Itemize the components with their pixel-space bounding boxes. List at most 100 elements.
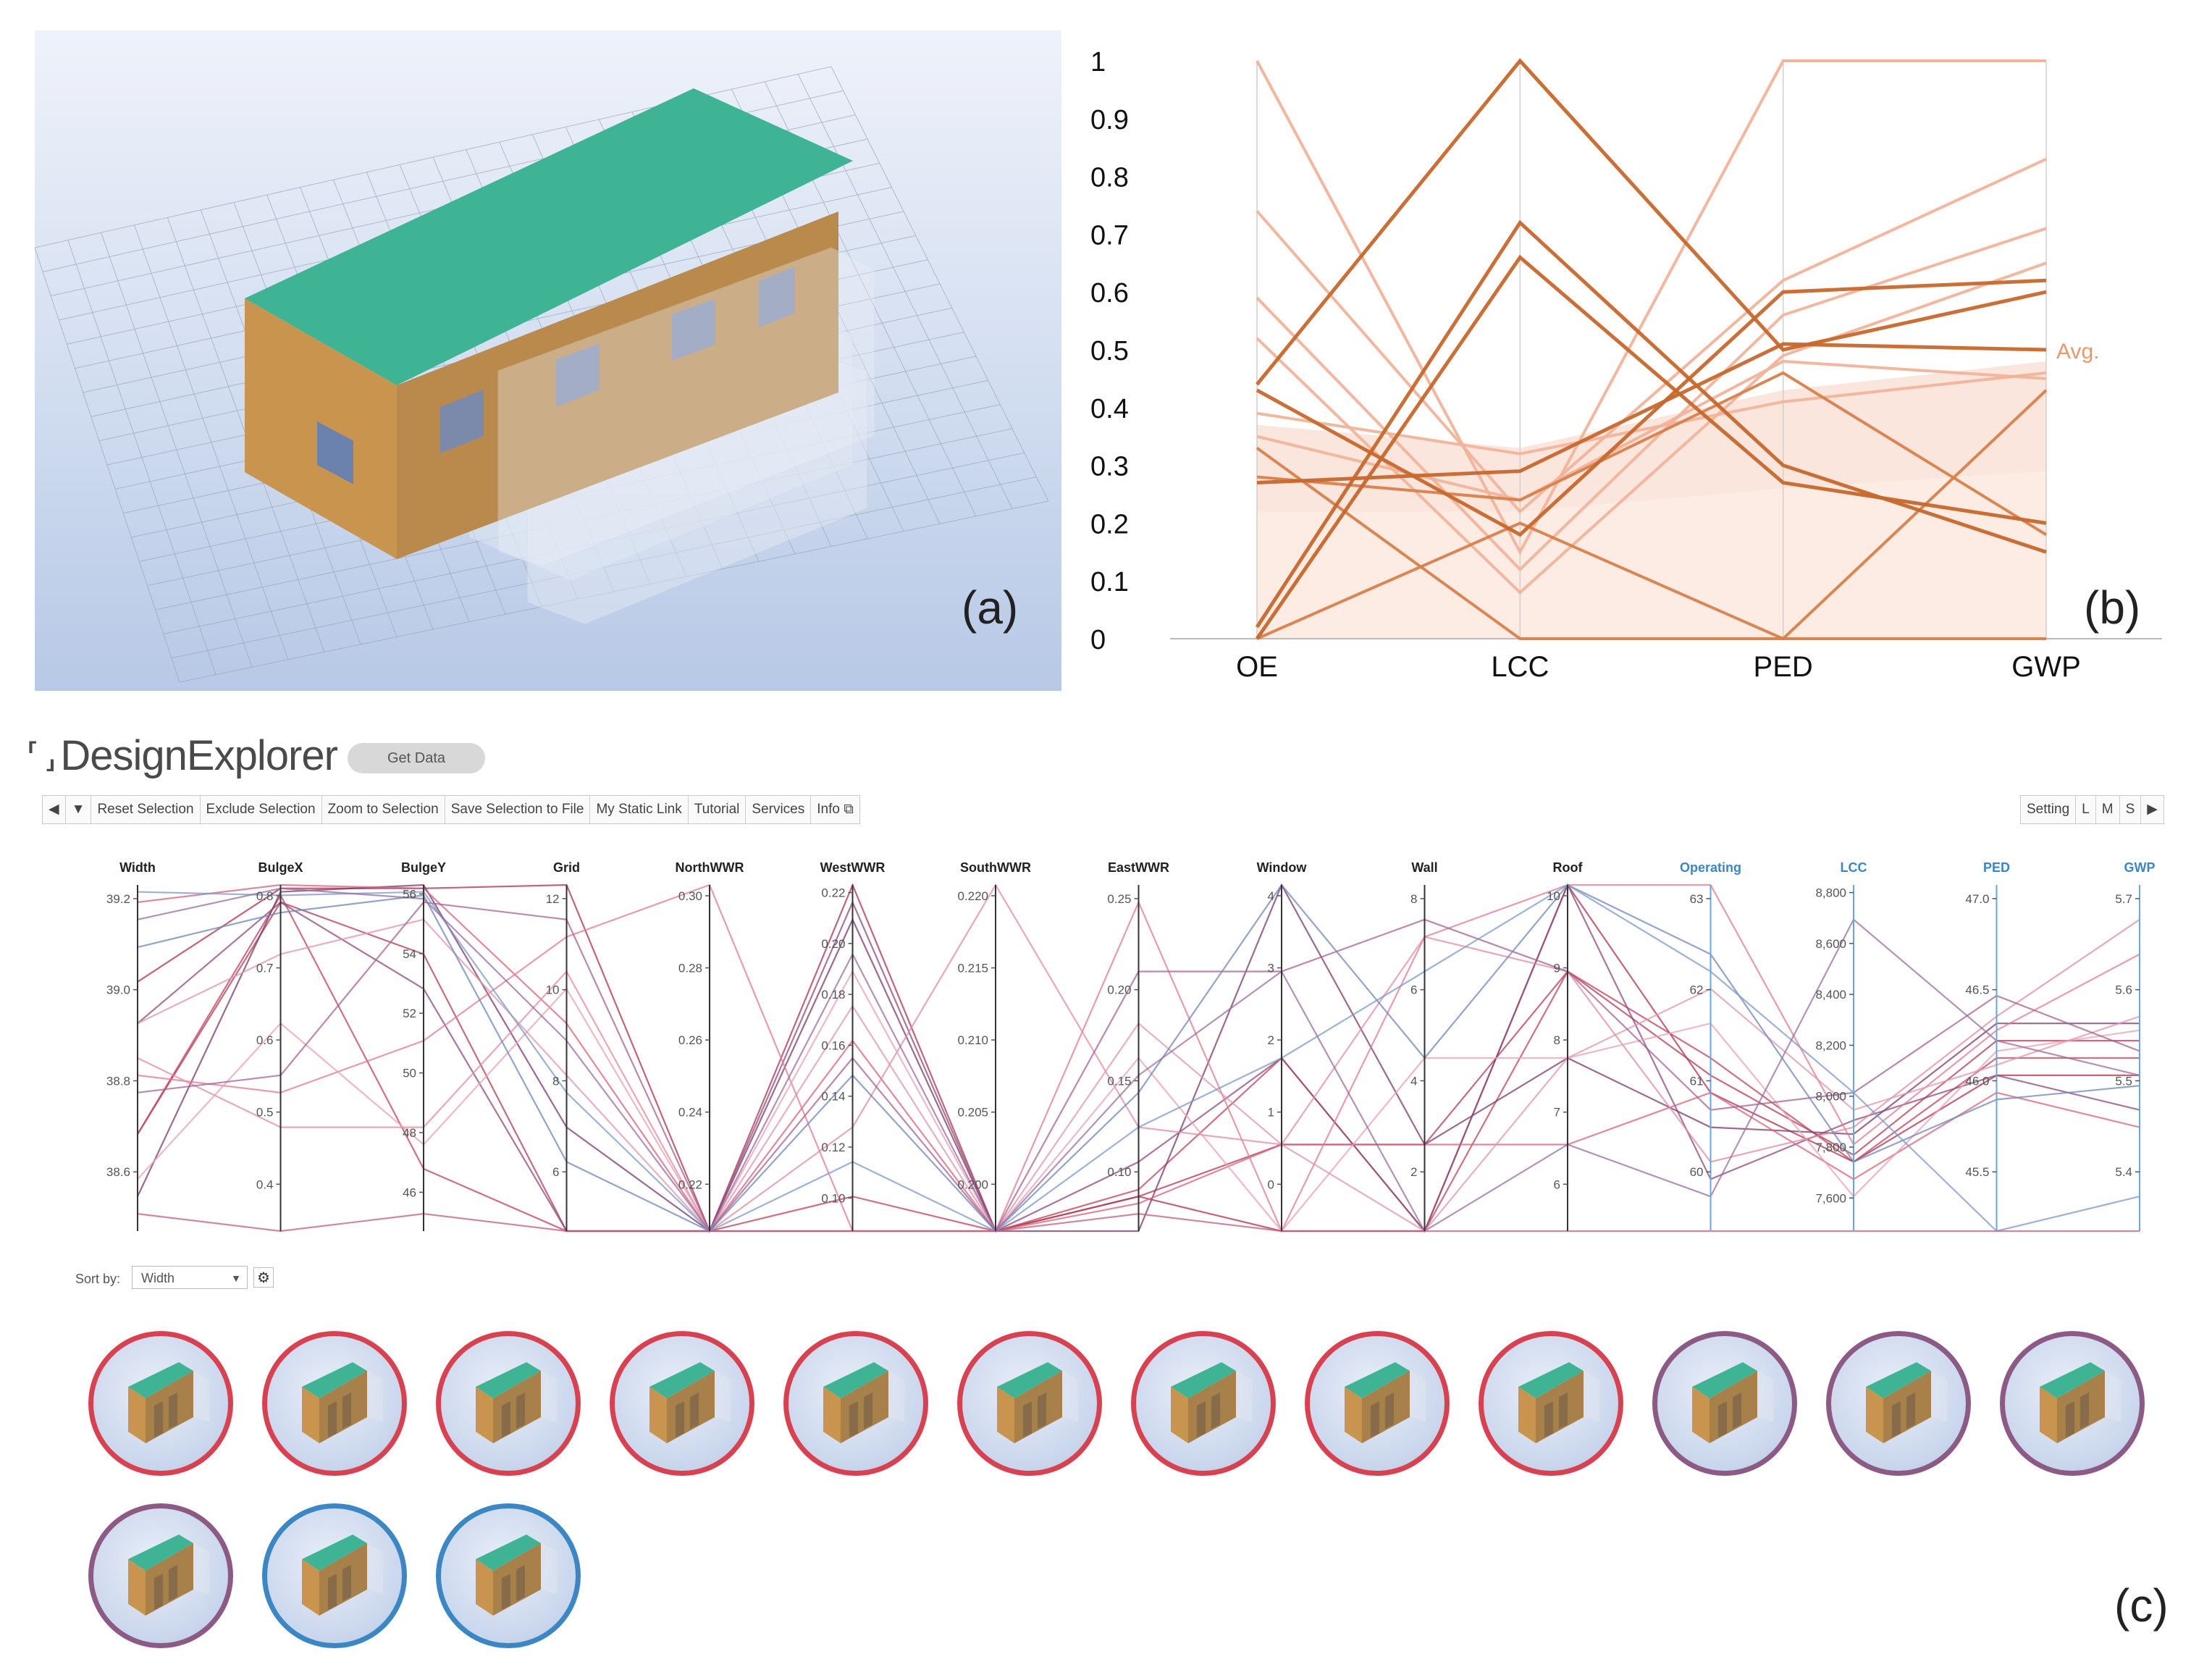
axis-tick-label: 0.215 xyxy=(957,962,988,975)
roof xyxy=(245,88,853,385)
axis-tick-label: 8 xyxy=(1554,1033,1560,1047)
reset-selection-button[interactable]: Reset Selection xyxy=(91,796,201,823)
axis-tick-label: 8,400 xyxy=(1815,988,1846,1002)
axis-tick-label: 8 xyxy=(552,1074,559,1088)
axis-tick-label: 8,000 xyxy=(1815,1090,1846,1104)
design-thumbnail[interactable] xyxy=(1479,1331,1623,1476)
parallel-coordinates-plot[interactable]: Width39.239.038.838.6BulgeX0.80.70.60.50… xyxy=(0,855,2212,1260)
series-line xyxy=(1256,342,2047,485)
design-thumbnail[interactable] xyxy=(1652,1331,1797,1476)
axis-title: Operating xyxy=(1680,860,1741,875)
size-m-button[interactable]: M xyxy=(2096,796,2120,823)
building-model xyxy=(245,88,875,625)
tutorial-button[interactable]: Tutorial xyxy=(689,796,747,823)
zoom-to-selection-button[interactable]: Zoom to Selection xyxy=(322,796,445,823)
setting-button[interactable]: Setting xyxy=(2021,796,2077,823)
axis-tick-label: 0.24 xyxy=(678,1106,702,1120)
building-thumbnail-icon xyxy=(128,1535,209,1616)
prev-arrow-icon[interactable]: ◀ xyxy=(43,796,66,823)
axis-tick-label: 39.2 xyxy=(106,892,130,906)
axis-tick-label: 0.28 xyxy=(678,962,702,975)
axis-tick-label: 50 xyxy=(403,1067,416,1080)
building-thumbnail-icon xyxy=(302,1535,383,1616)
y-tick-label: 0.1 xyxy=(1090,567,1129,597)
dropdown-arrow-icon[interactable]: ▼ xyxy=(66,796,92,823)
series-line xyxy=(1256,371,2048,537)
axis-title: PED xyxy=(1983,860,2010,875)
design-thumbnail[interactable] xyxy=(88,1331,233,1476)
building-thumbnail-icon xyxy=(1171,1362,1252,1443)
axis-tick-label: 6 xyxy=(1554,1177,1560,1191)
design-thumbnail[interactable] xyxy=(610,1331,754,1476)
axis-tick-label: 0.6 xyxy=(256,1033,274,1047)
building-thumbnail-icon xyxy=(1345,1362,1426,1443)
series-line xyxy=(1256,261,2047,595)
axis-title: SouthWWR xyxy=(960,860,1031,875)
building-thumbnail-icon xyxy=(1518,1362,1599,1443)
get-data-button[interactable]: Get Data xyxy=(348,743,485,773)
axis-tick-label: 2 xyxy=(1268,1033,1274,1047)
static-link-button[interactable]: My Static Link xyxy=(590,796,689,823)
design-thumbnail[interactable] xyxy=(88,1503,233,1648)
design-thumbnail[interactable] xyxy=(262,1331,407,1476)
save-selection-button[interactable]: Save Selection to File xyxy=(445,796,591,823)
external-link-icon: ⧉ xyxy=(844,802,854,817)
axis-tick-label: 46.5 xyxy=(1965,983,1989,997)
axis-tick-label: 8 xyxy=(1410,892,1417,906)
y-tick-label: 0 xyxy=(1090,625,1106,655)
avg-fill xyxy=(1257,471,2046,639)
design-thumbnail[interactable] xyxy=(262,1503,407,1648)
axis-tick-label: 63 xyxy=(1690,892,1704,906)
axis-tick-label: 8,200 xyxy=(1815,1038,1846,1052)
next-arrow-icon[interactable]: ▶ xyxy=(2147,802,2158,817)
panel-label-a: (a) xyxy=(962,582,1019,634)
axis-tick-label: 0.8 xyxy=(256,889,274,903)
design-thumbnail[interactable] xyxy=(1131,1331,1276,1476)
building-model-viewport[interactable]: (a) xyxy=(35,30,1061,691)
axis-tick-label: 4 xyxy=(1268,889,1274,903)
y-tick-label: 0.6 xyxy=(1090,278,1129,308)
axis-tick-label: 52 xyxy=(403,1007,416,1020)
design-thumbnail[interactable] xyxy=(957,1331,1102,1476)
series-line xyxy=(1256,278,2047,537)
axis-tick-label: 0.15 xyxy=(1107,1074,1131,1088)
avg-annotation: Avg. xyxy=(2056,340,2100,364)
sort-by-select[interactable]: Width ▼ xyxy=(132,1266,248,1289)
axis-tick-label: 0.7 xyxy=(256,962,274,975)
size-s-button[interactable]: S xyxy=(2120,796,2142,823)
info-button[interactable]: Info ⧉ xyxy=(811,796,859,823)
axis-tick-label: 45.5 xyxy=(1965,1165,1989,1179)
services-button[interactable]: Services xyxy=(746,796,812,823)
series-line xyxy=(1256,389,2048,641)
axis-tick-label: 5.5 xyxy=(2115,1074,2132,1088)
design-thumbnail[interactable] xyxy=(1826,1331,1971,1476)
logo-bracket-icon: ⸢⸥ xyxy=(22,736,61,775)
exclude-selection-button[interactable]: Exclude Selection xyxy=(201,796,322,823)
axis-tick-label: 38.6 xyxy=(106,1165,130,1179)
design-thumbnail[interactable] xyxy=(1305,1331,1450,1476)
size-l-button[interactable]: L xyxy=(2076,796,2096,823)
y-tick-label: 0.5 xyxy=(1090,336,1129,366)
axis-tick-label: 5.6 xyxy=(2115,983,2132,997)
design-thumbnail[interactable] xyxy=(2000,1331,2145,1476)
axis-tick-label: 8,600 xyxy=(1815,937,1846,951)
panel-label-c: (c) xyxy=(2114,1579,2169,1632)
design-thumbnail[interactable] xyxy=(436,1503,581,1648)
sort-options-icon[interactable]: ⚙ xyxy=(253,1267,274,1288)
building-thumbnail-icon xyxy=(2040,1362,2121,1443)
panel-label-b: (b) xyxy=(2084,582,2141,634)
design-thumbnail[interactable] xyxy=(436,1331,581,1476)
axis-tick-label: 60 xyxy=(1690,1165,1704,1179)
x-tick-label: LCC xyxy=(1491,651,1549,683)
axis-tick-label: 1 xyxy=(1268,1106,1274,1120)
y-tick-label: 0.7 xyxy=(1090,220,1129,251)
y-tick-label: 0.9 xyxy=(1090,105,1129,135)
design-thumbnail[interactable] xyxy=(783,1331,928,1476)
toolbar-left: ◀ ▼ Reset Selection Exclude Selection Zo… xyxy=(42,795,860,824)
